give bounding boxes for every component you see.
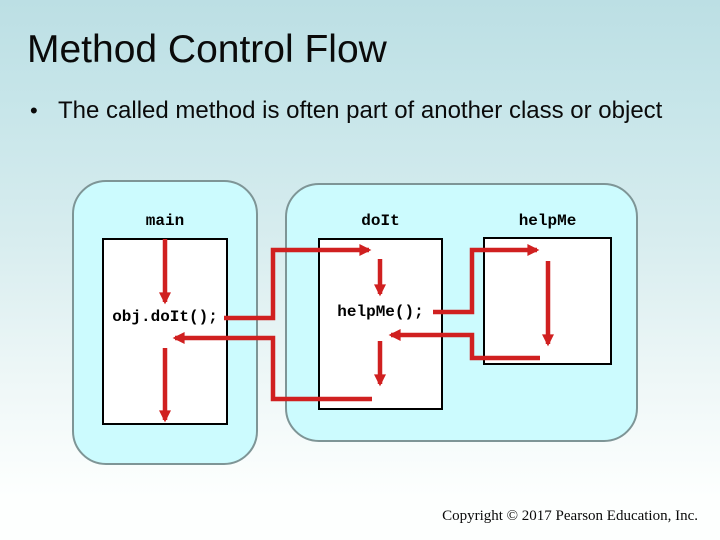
method-label-helpme: helpMe: [518, 212, 577, 230]
method-label-main: main: [145, 212, 185, 230]
code-call-obj-doit: obj.doIt();: [112, 308, 218, 326]
method-box-main: [102, 238, 228, 425]
bullet-marker: •: [30, 98, 38, 123]
method-label-doit: doIt: [361, 212, 400, 230]
bullet-item: • The called method is often part of ano…: [27, 96, 667, 125]
footer-copyright: Copyright © 2017 Pearson Education, Inc.: [442, 508, 698, 524]
method-box-helpme: [483, 237, 612, 365]
code-call-helpme: helpMe();: [337, 303, 424, 321]
page-title: Method Control Flow: [27, 28, 387, 71]
method-box-doit: [318, 238, 443, 410]
bullet-text: The called method is often part of anoth…: [58, 97, 663, 124]
